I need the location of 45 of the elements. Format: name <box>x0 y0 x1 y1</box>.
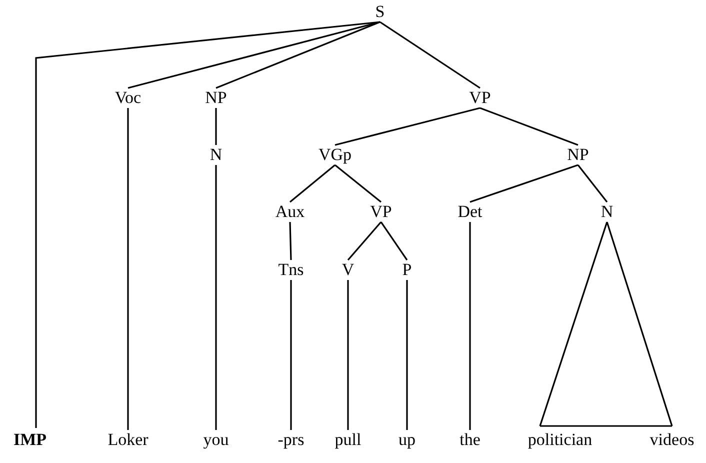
tree-label: Det <box>456 202 484 222</box>
tree-label: S <box>373 2 387 22</box>
tree-branch <box>406 280 408 430</box>
tree-branch <box>380 21 480 89</box>
tree-label: up <box>396 430 418 450</box>
tree-branch <box>289 222 292 260</box>
tree-label: you <box>201 430 231 450</box>
tree-branch <box>539 222 608 426</box>
tree-branch <box>469 222 471 430</box>
tree-label: IMP <box>11 430 49 450</box>
tree-branch <box>606 222 673 426</box>
tree-label: pull <box>332 430 364 450</box>
tree-branch <box>334 107 480 146</box>
tree-branch <box>347 280 349 430</box>
tree-label: VGp <box>316 145 354 165</box>
tree-label: the <box>458 430 482 450</box>
tree-label: NP <box>565 145 591 165</box>
tree-label: politician <box>526 430 594 450</box>
tree-branch <box>334 164 382 203</box>
tree-branch <box>35 21 380 428</box>
tree-label: P <box>400 260 414 280</box>
tree-label: NP <box>203 88 229 108</box>
tree-label: Loker <box>106 430 150 450</box>
tree-label: VP <box>467 88 493 108</box>
tree-branch <box>470 164 578 203</box>
tree-label: VP <box>368 202 394 222</box>
tree-branch <box>128 21 380 89</box>
tree-branch <box>480 107 578 146</box>
tree-label: N <box>208 145 224 165</box>
tree-branch <box>216 21 380 89</box>
tree-label: -prs <box>276 430 306 450</box>
tree-label: Aux <box>273 202 307 222</box>
tree-branch <box>290 164 336 203</box>
tree-branch <box>127 108 129 430</box>
tree-branch <box>215 165 217 430</box>
tree-label: N <box>598 202 616 222</box>
tree-label: videos <box>648 430 696 450</box>
tree-branch <box>290 280 292 430</box>
tree-label: Voc <box>112 88 144 108</box>
tree-branch <box>380 222 408 260</box>
tree-label: Tns <box>276 260 306 280</box>
tree-branch <box>347 221 382 261</box>
tree-branch <box>215 108 217 145</box>
tree-label: V <box>340 260 356 280</box>
tree-branch <box>577 164 608 202</box>
